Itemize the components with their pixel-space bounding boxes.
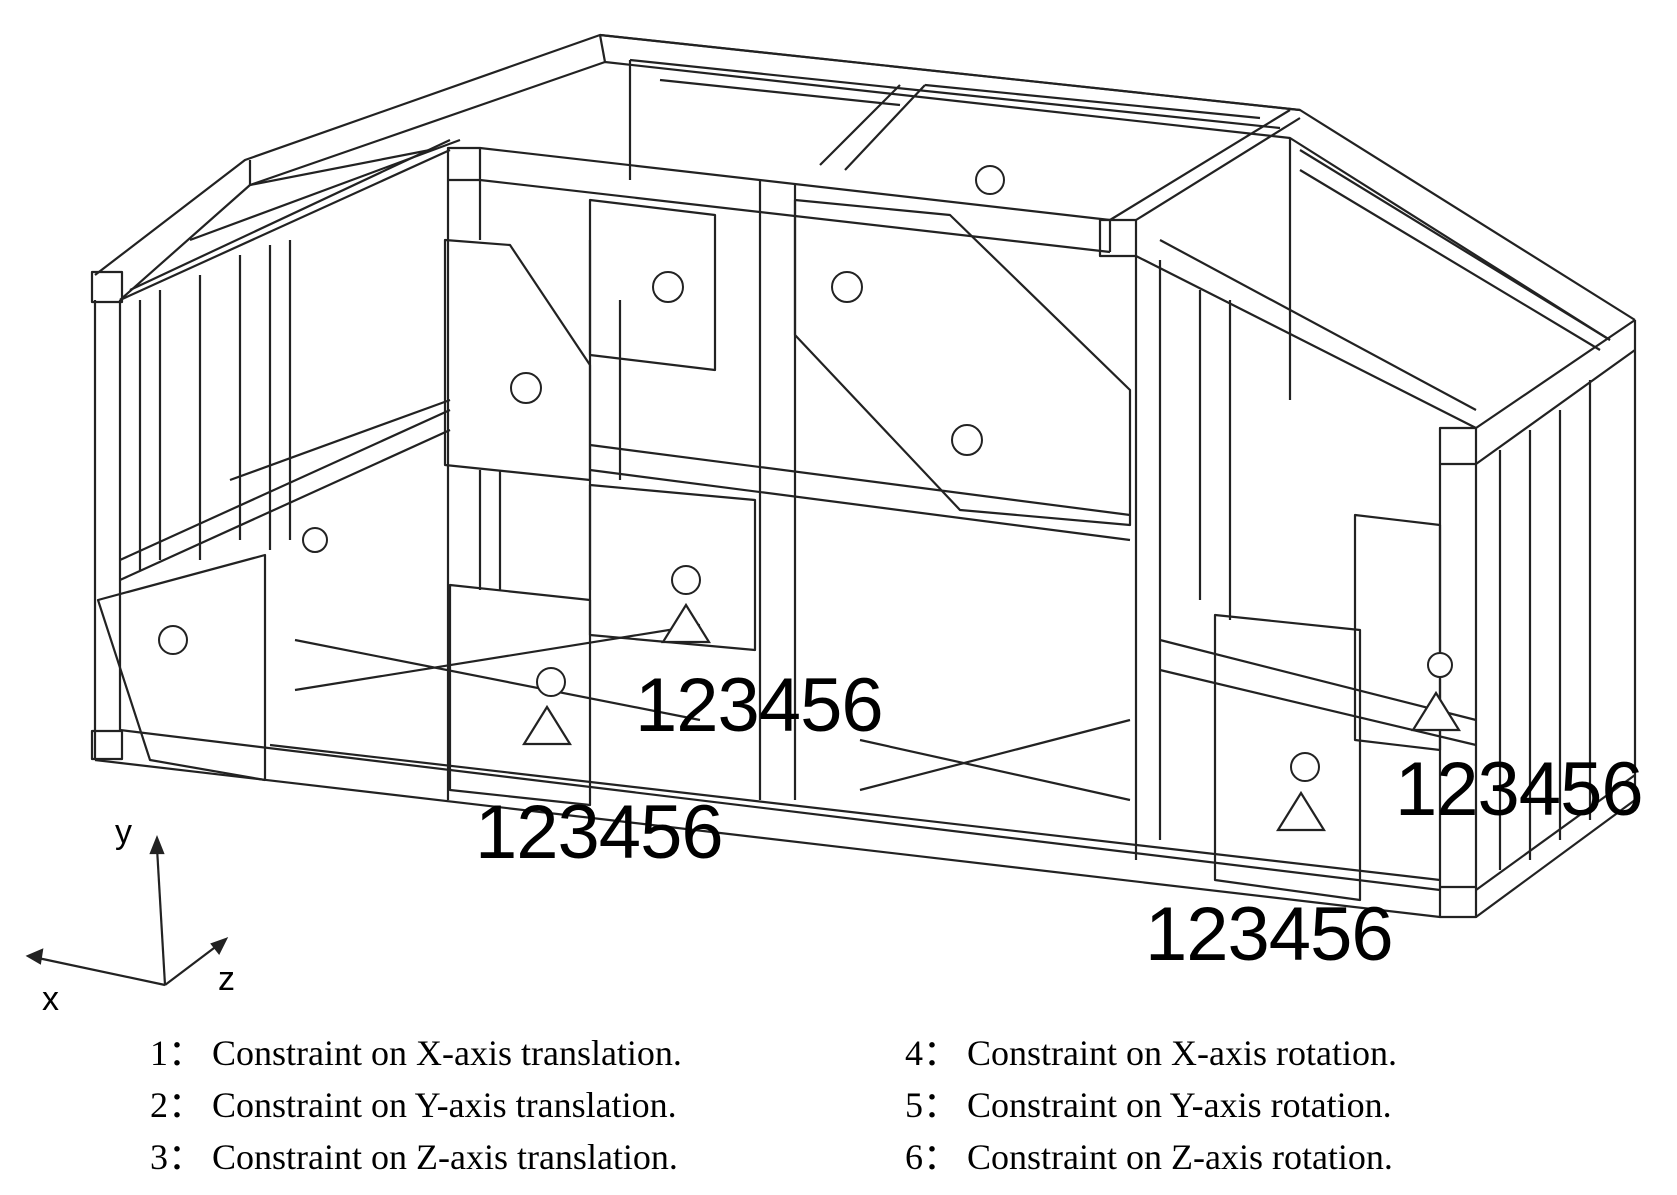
bolt-hole [1427,652,1453,678]
legend-translation: 1： Constraint on X-axis translation. 2： … [150,1027,682,1183]
support-triangle-icon [522,704,572,746]
legend-item: 3： Constraint on Z-axis translation. [150,1131,682,1183]
y-axis-label: y [115,813,132,851]
legend-rotation: 4： Constraint on X-axis rotation. 5： Con… [905,1027,1397,1183]
coordinate-axes [25,835,229,987]
bolt-hole [975,165,1005,195]
bolt-holes [158,165,1453,782]
bolt-hole [536,667,566,697]
support-triangle-icon [1411,690,1461,732]
support-triangle-icon [661,602,711,644]
support-triangle-icon [1276,790,1326,832]
bolt-hole [158,625,188,655]
x-axis-line [37,956,166,987]
bolt-hole [510,372,542,404]
legend-item: 1： Constraint on X-axis translation. [150,1027,682,1079]
legend-text: Constraint on Y-axis translation. [212,1085,677,1125]
legend-item: 2： Constraint on Y-axis translation. [150,1079,682,1131]
legend-item: 5： Constraint on Y-axis rotation. [905,1079,1397,1131]
legend-number: 4： [905,1033,960,1073]
bolt-hole [951,424,983,456]
legend-item: 6： Constraint on Z-axis rotation. [905,1131,1397,1183]
bolt-hole [1290,752,1320,782]
constraint-label-support-4: 123456 [1395,747,1644,832]
legend-text: Constraint on X-axis rotation. [967,1033,1397,1073]
constraint-label-support-3: 123456 [1145,892,1394,977]
constraint-label-support-2: 123456 [475,790,724,875]
legend-number: 6： [905,1137,960,1177]
legend-text: Constraint on Y-axis rotation. [967,1085,1392,1125]
z-arrow-icon [210,937,229,956]
y-axis-line [155,847,167,986]
support-markers [522,602,1461,832]
z-axis-line [164,944,219,986]
bolt-hole [302,527,328,553]
frame-lines [90,33,1637,919]
x-arrow-icon [25,948,44,965]
legend-number: 3： [150,1137,205,1177]
constraint-label-support-1: 123456 [635,663,884,748]
legend-text: Constraint on Z-axis rotation. [967,1137,1393,1177]
legend-text: Constraint on X-axis translation. [212,1033,682,1073]
legend-number: 5： [905,1085,960,1125]
legend-text: Constraint on Z-axis translation. [212,1137,678,1177]
z-axis-label: z [218,960,235,998]
bolt-hole [652,271,684,303]
x-axis-label: x [42,980,59,1018]
legend-item: 4： Constraint on X-axis rotation. [905,1027,1397,1079]
bolt-hole [831,271,863,303]
bolt-hole [671,565,701,595]
y-arrow-icon [149,835,165,855]
legend-number: 1： [150,1033,205,1073]
legend-number: 2： [150,1085,205,1125]
